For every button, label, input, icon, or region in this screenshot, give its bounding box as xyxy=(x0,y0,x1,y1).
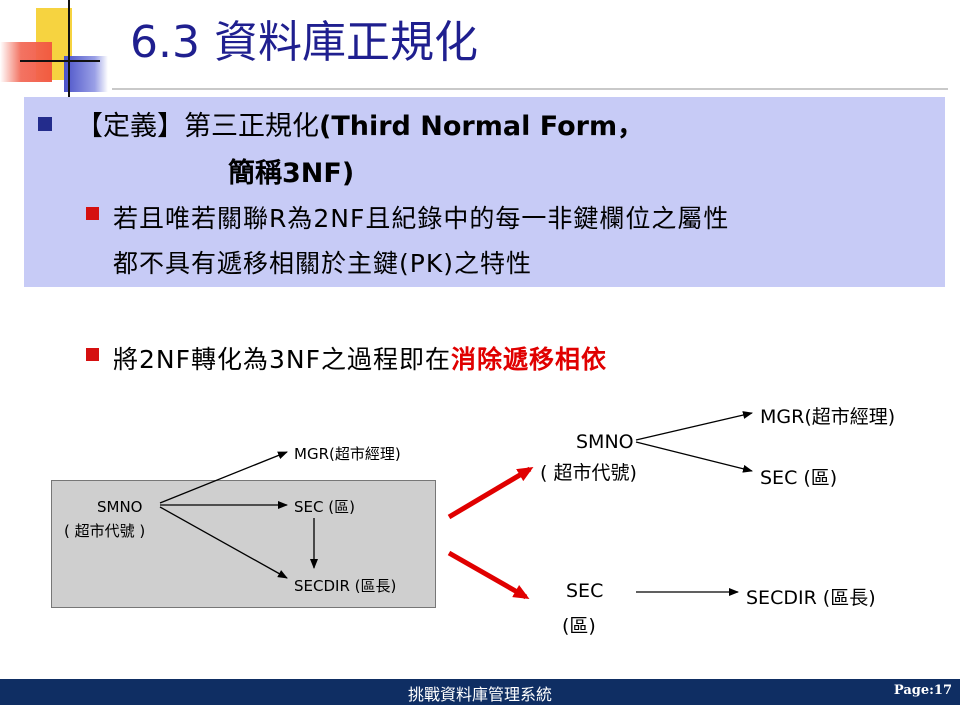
definition-sub-line1: 若且唯若關聯R為2NF且紀錄中的每一非鍵欄位之屬性 xyxy=(113,204,730,233)
arrow-smno-mgr xyxy=(635,411,753,441)
footer-bar xyxy=(0,679,960,705)
definition-box xyxy=(24,97,945,287)
process-statement: 將2NF轉化為3NF之過程即在消除遞移相依 xyxy=(113,340,607,376)
smno-sub-label: ( 超市代號 ) xyxy=(64,522,146,540)
arrow-smno-secdir xyxy=(159,506,288,579)
mgr-label: MGR(超市經理) xyxy=(760,406,896,428)
definition-term: (Third Normal Form， xyxy=(319,111,645,142)
mgr-label: MGR(超市經理) xyxy=(294,445,401,463)
red-arrow-up xyxy=(447,466,534,520)
sec-sub-label: (區) xyxy=(562,615,596,637)
sec-label: SEC (區) xyxy=(760,467,838,489)
secdir-label: SECDIR (區長) xyxy=(294,577,397,595)
definition-label: 【定義】第三正規化 xyxy=(76,111,319,142)
arrow-smno-sec xyxy=(635,441,753,473)
process-text: 將2NF轉化為3NF之過程即在 xyxy=(113,345,451,374)
slide-title: 6.3 資料庫正規化 xyxy=(130,17,478,68)
decorative-horizontal-line xyxy=(20,60,100,62)
decorative-blue-block xyxy=(64,56,108,92)
dependency-panel xyxy=(51,480,436,608)
sec-label: SEC (區) xyxy=(294,498,355,516)
decorative-vertical-line xyxy=(68,0,70,98)
definition-line2: 簡稱3NF) xyxy=(228,158,355,189)
smno-sub-label: ( 超市代號) xyxy=(540,462,637,484)
bullet-square-icon xyxy=(86,348,99,361)
red-arrow-down xyxy=(447,550,530,600)
arrow-smno-mgr xyxy=(159,451,288,504)
bullet-square-icon xyxy=(86,207,99,220)
page-number: Page:17 xyxy=(893,683,952,698)
footer-title: 挑戰資料庫管理系統 xyxy=(407,685,552,704)
definition-sub-line2: 都不具有遞移相關於主鍵(PK)之特性 xyxy=(113,249,532,278)
definition-line1: 【定義】第三正規化(Third Normal Form， xyxy=(76,104,644,143)
bullet-square-icon xyxy=(38,117,52,131)
decorative-red-block xyxy=(0,42,52,82)
sec-label: SEC xyxy=(566,580,604,602)
smno-label: SMNO xyxy=(97,498,143,516)
title-divider xyxy=(112,88,948,90)
smno-label: SMNO xyxy=(576,431,634,453)
process-highlight: 消除遞移相依 xyxy=(450,345,607,374)
secdir-label: SECDIR (區長) xyxy=(746,587,876,609)
